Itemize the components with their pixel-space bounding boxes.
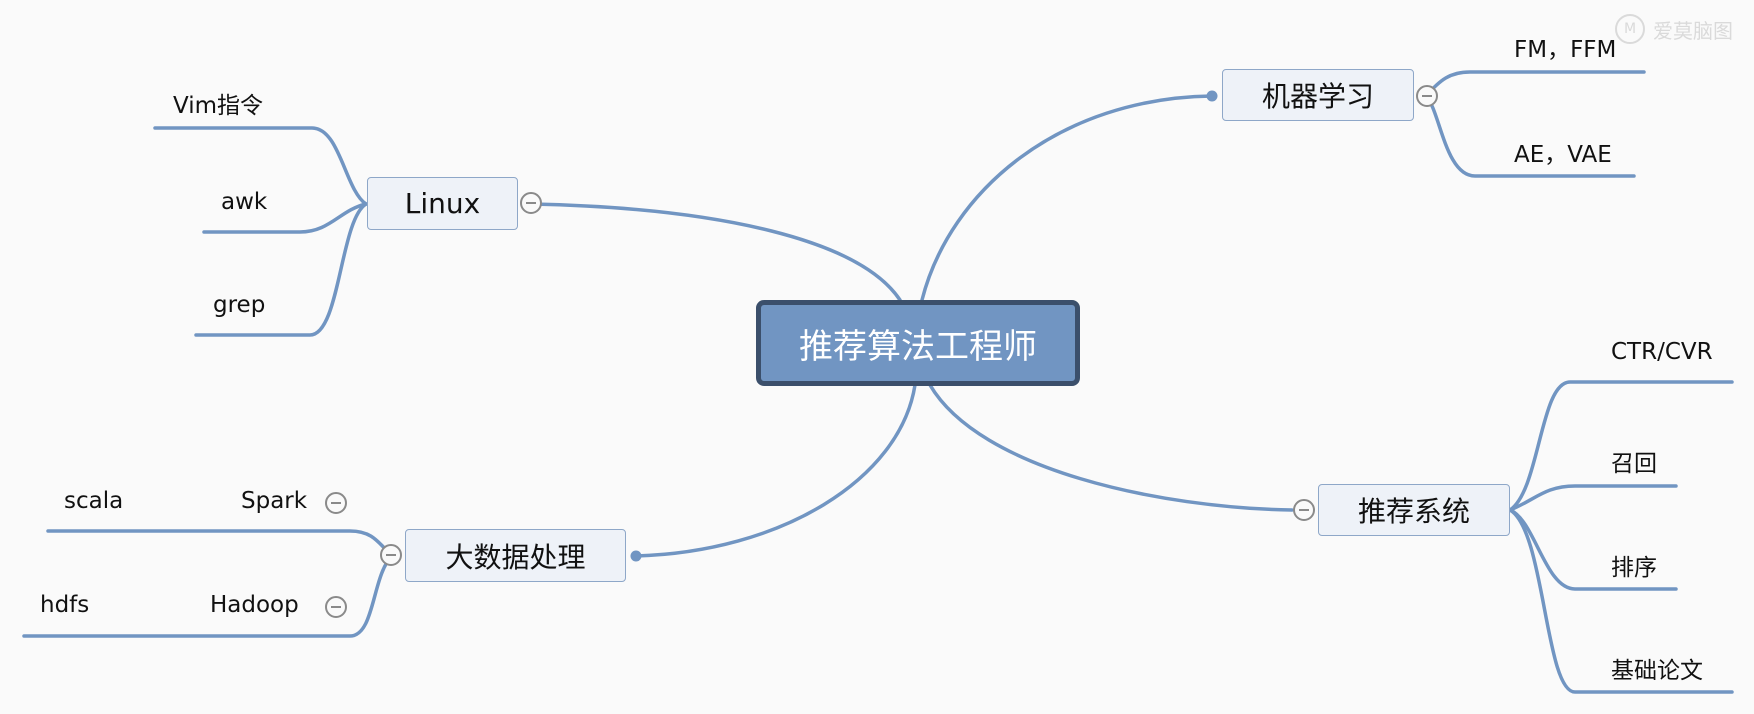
edge-linux-awk bbox=[202, 202, 368, 234]
watermark-logo: M 爱莫脑图 bbox=[1615, 14, 1733, 44]
node-linux[interactable]: Linux bbox=[367, 177, 518, 230]
edge-linux-vim bbox=[153, 126, 368, 206]
edge-root-rec bbox=[928, 383, 1294, 512]
collapse-icon-spark[interactable] bbox=[325, 492, 347, 514]
collapse-icon-linux[interactable] bbox=[520, 192, 542, 214]
node-label: 机器学习 bbox=[1261, 80, 1374, 113]
leaf-scala[interactable]: scala bbox=[64, 488, 124, 514]
root-label: 推荐算法工程师 bbox=[799, 326, 1037, 367]
edge-rec-ctr bbox=[1508, 380, 1734, 512]
leaf-awk[interactable]: awk bbox=[221, 189, 268, 215]
watermark-text: 爱莫脑图 bbox=[1653, 18, 1733, 43]
attach-dot-bigdata bbox=[630, 550, 642, 562]
node-recommender-system[interactable]: 推荐系统 bbox=[1318, 484, 1510, 536]
edge-ml-fm bbox=[1424, 70, 1646, 98]
node-big-data[interactable]: 大数据处理 bbox=[405, 529, 626, 582]
edge-rec-recall bbox=[1508, 484, 1678, 512]
attach-dot-ml bbox=[1206, 90, 1218, 102]
edge-rec-paper bbox=[1508, 508, 1734, 694]
leaf-ranking[interactable]: 排序 bbox=[1611, 555, 1657, 581]
leaf-papers[interactable]: 基础论文 bbox=[1611, 658, 1703, 684]
collapse-icon-machine-learning[interactable] bbox=[1416, 85, 1438, 107]
leaf-hdfs[interactable]: hdfs bbox=[40, 592, 90, 618]
leaf-recall[interactable]: 召回 bbox=[1611, 451, 1657, 477]
node-label: Linux bbox=[404, 187, 481, 220]
node-label: 大数据处理 bbox=[445, 540, 586, 574]
edge-root-ml bbox=[920, 94, 1214, 302]
node-hadoop[interactable]: Hadoop bbox=[210, 592, 299, 618]
leaf-grep[interactable]: grep bbox=[213, 292, 266, 318]
brand-logo-icon: M bbox=[1615, 14, 1645, 44]
node-label: 推荐系统 bbox=[1357, 495, 1470, 528]
edge-root-linux bbox=[530, 202, 902, 302]
leaf-vim[interactable]: Vim指令 bbox=[173, 93, 264, 119]
leaf-fm-ffm[interactable]: FM，FFM bbox=[1514, 37, 1617, 63]
collapse-icon-hadoop[interactable] bbox=[325, 596, 347, 618]
collapse-icon-recommender-system[interactable] bbox=[1293, 499, 1315, 521]
node-machine-learning[interactable]: 机器学习 bbox=[1222, 69, 1414, 121]
edge-linux-grep bbox=[194, 202, 368, 337]
leaf-ae-vae[interactable]: AE，VAE bbox=[1514, 142, 1612, 168]
edge-bigdata-spark bbox=[46, 529, 394, 558]
collapse-icon-big-data[interactable] bbox=[380, 544, 402, 566]
node-spark[interactable]: Spark bbox=[241, 488, 308, 514]
leaf-ctr-cvr[interactable]: CTR/CVR bbox=[1611, 339, 1713, 365]
edge-root-bigdata bbox=[634, 383, 917, 558]
root-node[interactable]: 推荐算法工程师 bbox=[756, 300, 1080, 386]
